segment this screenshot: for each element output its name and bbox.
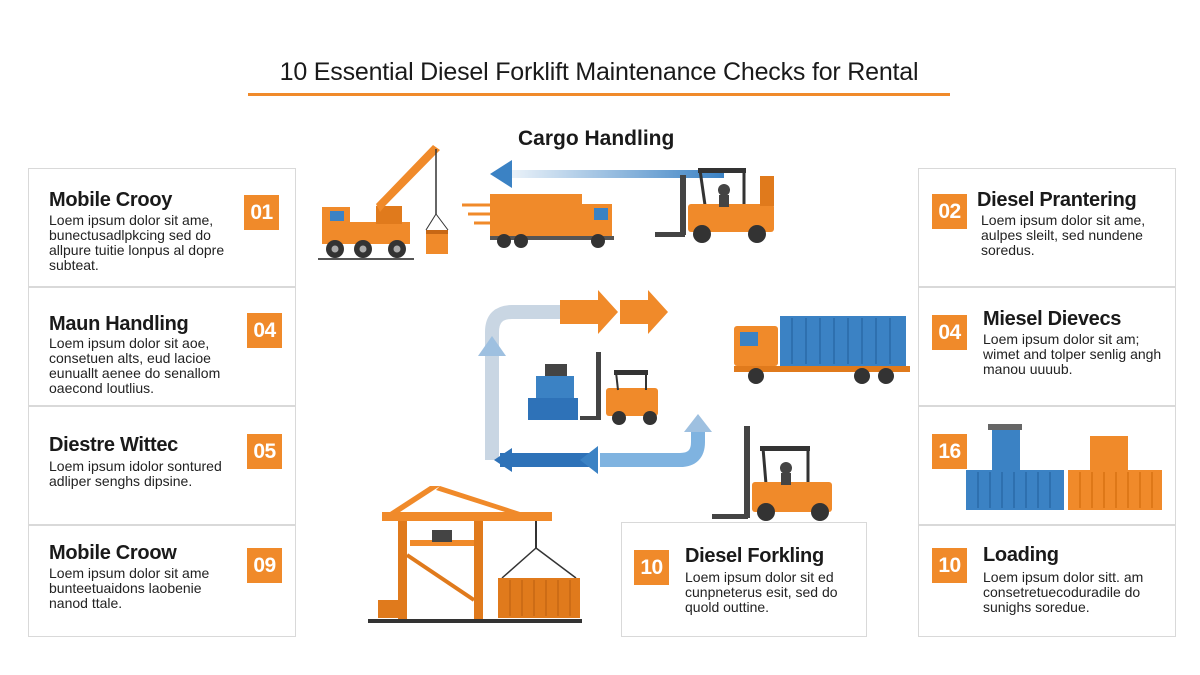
card-badge: 16: [932, 434, 967, 469]
card-title: Miesel Dievecs: [983, 308, 1122, 330]
card-01: Mobile Crooy Loem ipsum dolor sit ame, b…: [28, 168, 296, 287]
card-title: Diesel Forkling: [685, 545, 824, 567]
card-text: Loem ipsum dolor sit ame bunteetuaidons …: [49, 565, 210, 611]
card-title: Mobile Croow: [49, 542, 177, 564]
card-title: Diestre Wittec: [49, 434, 178, 456]
forklift-crates-icon: [528, 352, 658, 425]
card-04-left: Maun Handling Loem ipsum dolor sit aoe, …: [28, 287, 296, 406]
card-10-right: Loading Loem ipsum dolor sitt. am conset…: [918, 525, 1176, 637]
card-badge: 05: [247, 434, 282, 469]
card-badge: 02: [932, 194, 967, 229]
mobile-crane-icon: [318, 145, 449, 260]
card-badge: 09: [247, 548, 282, 583]
card-text: Loem ipsum dolor sit aoe, consetuen alts…: [49, 335, 221, 396]
title-underline: [248, 93, 950, 96]
card-text: Loem ipsum dolor sit ame, bunectusadlpkc…: [49, 212, 225, 273]
gantry-crane-icon: [368, 486, 582, 623]
card-title: Maun Handling: [49, 313, 189, 335]
center-label: Cargo Handling: [518, 127, 675, 150]
shipping-containers-icon: [966, 424, 1162, 510]
card-badge: 04: [247, 313, 282, 348]
card-text: Loem ipsum dolor sit ed cunpneterus esit…: [685, 569, 838, 615]
card-text: Loem ipsum dolor sit ame, aulpes sleilt,…: [981, 212, 1146, 258]
forklift-icon: [655, 168, 774, 243]
delivery-truck-icon: [462, 194, 614, 248]
card-02: Diesel Prantering Loem ipsum dolor sit a…: [918, 168, 1176, 287]
card-05: Diestre Wittec Loem ipsum idolor sonture…: [28, 406, 296, 525]
card-title: Diesel Prantering: [977, 189, 1137, 211]
card-09: Mobile Croow Loem ipsum dolor sit ame bu…: [28, 525, 296, 637]
card-badge: 01: [244, 195, 279, 230]
card-title: Mobile Crooy: [49, 189, 173, 211]
card-badge: 10: [634, 550, 669, 585]
card-text: Loem ipsum dolor sit am; wimet and tolpe…: [983, 331, 1162, 377]
arrow-left-icon: [490, 160, 724, 188]
card-badge: 04: [932, 315, 967, 350]
container-truck-icon: [734, 316, 910, 384]
page-title: 10 Essential Diesel Forklift Maintenance…: [279, 58, 919, 86]
card-04-right: Miesel Dievecs Loem ipsum dolor sit am; …: [918, 287, 1176, 406]
cycle-arrows-icon: [478, 290, 712, 474]
card-10-center: Diesel Forkling Loem ipsum dolor sit ed …: [621, 522, 867, 637]
card-text: Loem ipsum dolor sitt. am consetretuecod…: [983, 569, 1144, 615]
card-badge: 10: [932, 548, 967, 583]
forklift-icon-2: [712, 426, 832, 521]
card-text: Loem ipsum idolor sontured adliper sengh…: [49, 458, 222, 489]
card-title: Loading: [983, 544, 1059, 566]
